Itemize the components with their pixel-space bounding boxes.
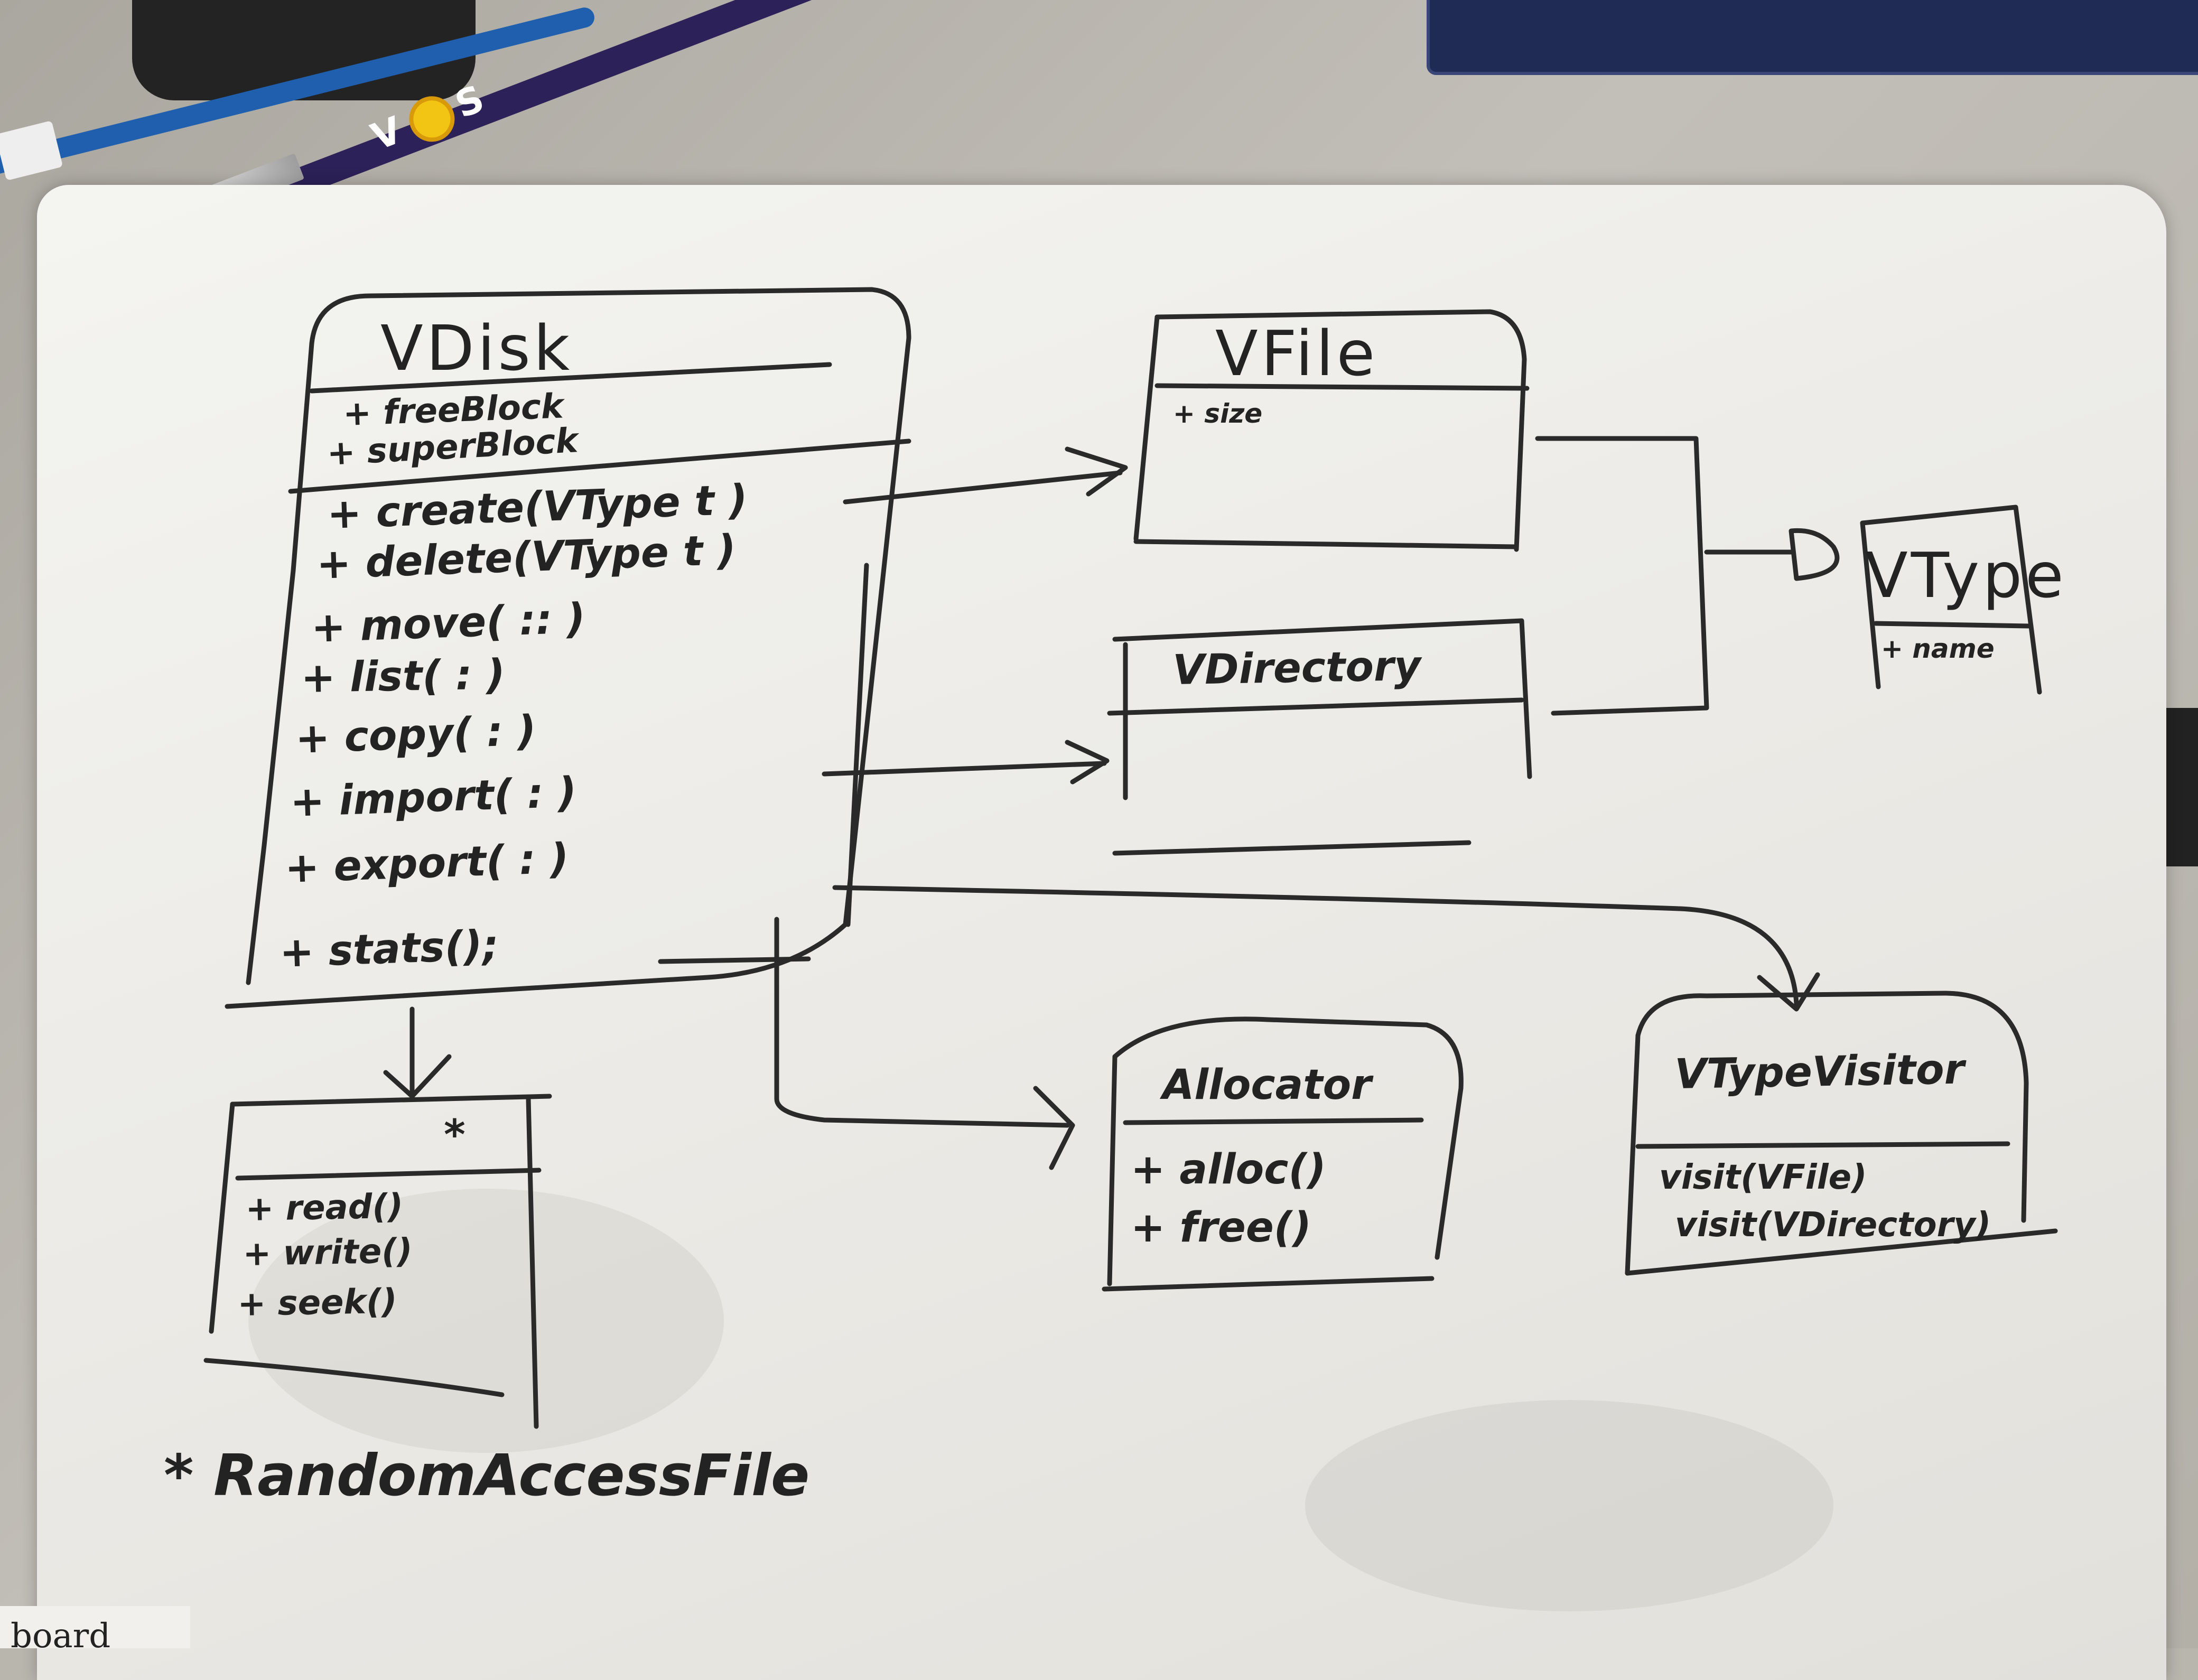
- vdisk-title-divider: [309, 362, 832, 394]
- vfile-field: + size: [1173, 398, 1262, 429]
- arrow-vdisk-to-allocator: [658, 917, 1075, 1170]
- arrow-head-icon: [1757, 972, 1820, 1012]
- class-vdisk: VDisk + freeBlock + superBlock + create(…: [225, 287, 911, 1009]
- vdirectory-bottom-border: [1112, 840, 1471, 856]
- raf-divider: [235, 1168, 542, 1181]
- vtypevisitor-left-border: [1625, 1033, 1641, 1276]
- raf-left-border: [209, 1102, 235, 1334]
- vdisk-left-border: [246, 341, 314, 985]
- raf-top-border: [230, 1094, 552, 1107]
- class-random-access-file: * + read() + write() + seek(): [203, 1094, 552, 1429]
- arrow-vdisk-to-vtypevisitor: [832, 563, 1820, 1012]
- raf-method: + read(): [245, 1187, 404, 1229]
- arrow-vdisk-to-raf: [383, 1006, 452, 1099]
- raf-method: + seek(): [237, 1282, 397, 1324]
- arrow-vdisk-to-vdirectory: [822, 740, 1110, 785]
- arrow-vdisk-to-vfile: [843, 446, 1128, 505]
- allocator-outline: [1112, 1016, 1464, 1260]
- arrow-line: [658, 956, 811, 964]
- vtype-divider: [1873, 621, 2032, 629]
- arrow-head-icon: [1033, 1086, 1075, 1170]
- vfile-bottom-border: [1133, 539, 1519, 549]
- allocator-title: Allocator: [1159, 1061, 1374, 1109]
- raf-title: *: [444, 1112, 465, 1159]
- mousepad: [1427, 0, 2198, 75]
- allocator-method: + alloc(): [1131, 1146, 1326, 1193]
- raf-bottom-border: [203, 1358, 505, 1397]
- class-vdirectory: VDirectory: [1107, 618, 1532, 856]
- class-vtype: VType + name: [1860, 505, 2067, 695]
- vdisk-method: + import( : ): [290, 769, 578, 826]
- arrow-head-icon: [1065, 740, 1110, 785]
- footnote: * RandomAccessFile: [164, 1443, 809, 1509]
- class-vfile: VFile + size: [1133, 309, 1530, 552]
- vfile-outline: [1154, 309, 1527, 552]
- raf-method: + write(): [243, 1231, 413, 1274]
- inheritance-to-vtype: [1535, 436, 1840, 716]
- vtype-title: VType: [1865, 539, 2067, 612]
- allocator-left-border: [1107, 1054, 1117, 1286]
- allocator-method: + free(): [1131, 1204, 1311, 1252]
- class-vtypevisitor: VTypeVisitor visit(VFile) visit(VDirecto…: [1625, 991, 2058, 1276]
- vdisk-outline: [225, 287, 911, 1009]
- vdisk-method: + export( : ): [284, 835, 570, 892]
- vtypevisitor-outline: [1635, 991, 2029, 1223]
- arrow-line: [832, 885, 1799, 1006]
- arrow-head-icon: [383, 1054, 452, 1099]
- vtypevisitor-title: VTypeVisitor: [1674, 1046, 1967, 1098]
- raf-right-border: [526, 1096, 539, 1429]
- vdisk-field: + freeBlock: [342, 387, 566, 434]
- vtypevisitor-bottom-border: [1625, 1228, 2058, 1276]
- smudge: [248, 1189, 724, 1453]
- vdirectory-title: VDirectory: [1172, 642, 1423, 694]
- vdisk-title: VDisk: [380, 312, 573, 385]
- vtypevisitor-method: visit(VDirectory): [1675, 1206, 1991, 1245]
- inheritance-triangle-icon: [1789, 528, 1840, 581]
- vdisk-method: + list( : ): [301, 651, 506, 702]
- vdisk-method: + copy( : ): [295, 707, 537, 763]
- arrow-line: [845, 563, 869, 927]
- smudge: [1305, 1400, 1833, 1611]
- vfile-title: VFile: [1215, 317, 1378, 390]
- inheritance-branch: [1535, 436, 1709, 716]
- vdisk-method: + move( :: ): [311, 595, 586, 652]
- vfile-divider: [1154, 383, 1530, 391]
- allocator-divider: [1123, 1117, 1424, 1125]
- vdisk-fields-divider: [288, 438, 911, 494]
- vtypevisitor-method: visit(VFile): [1659, 1158, 1867, 1197]
- vtypevisitor-divider: [1635, 1141, 2010, 1149]
- allocator-bottom-border: [1102, 1276, 1435, 1292]
- arrow-line: [822, 761, 1107, 777]
- arrow-line: [774, 917, 1070, 1128]
- whiteboard: [37, 185, 2166, 1680]
- class-allocator: Allocator + alloc() + free(): [1102, 1016, 1464, 1292]
- vdirectory-outline: [1112, 618, 1532, 779]
- vfile-left-border: [1133, 314, 1160, 542]
- vdisk-method: + stats();: [279, 922, 500, 977]
- vtype-left-border: [1860, 520, 1881, 689]
- vdirectory-divider: [1107, 697, 1524, 716]
- arrow-line: [843, 470, 1123, 505]
- vtype-field: + name: [1881, 633, 1995, 664]
- vtype-outline: [1860, 505, 2042, 695]
- arrow-head-icon: [1065, 446, 1128, 497]
